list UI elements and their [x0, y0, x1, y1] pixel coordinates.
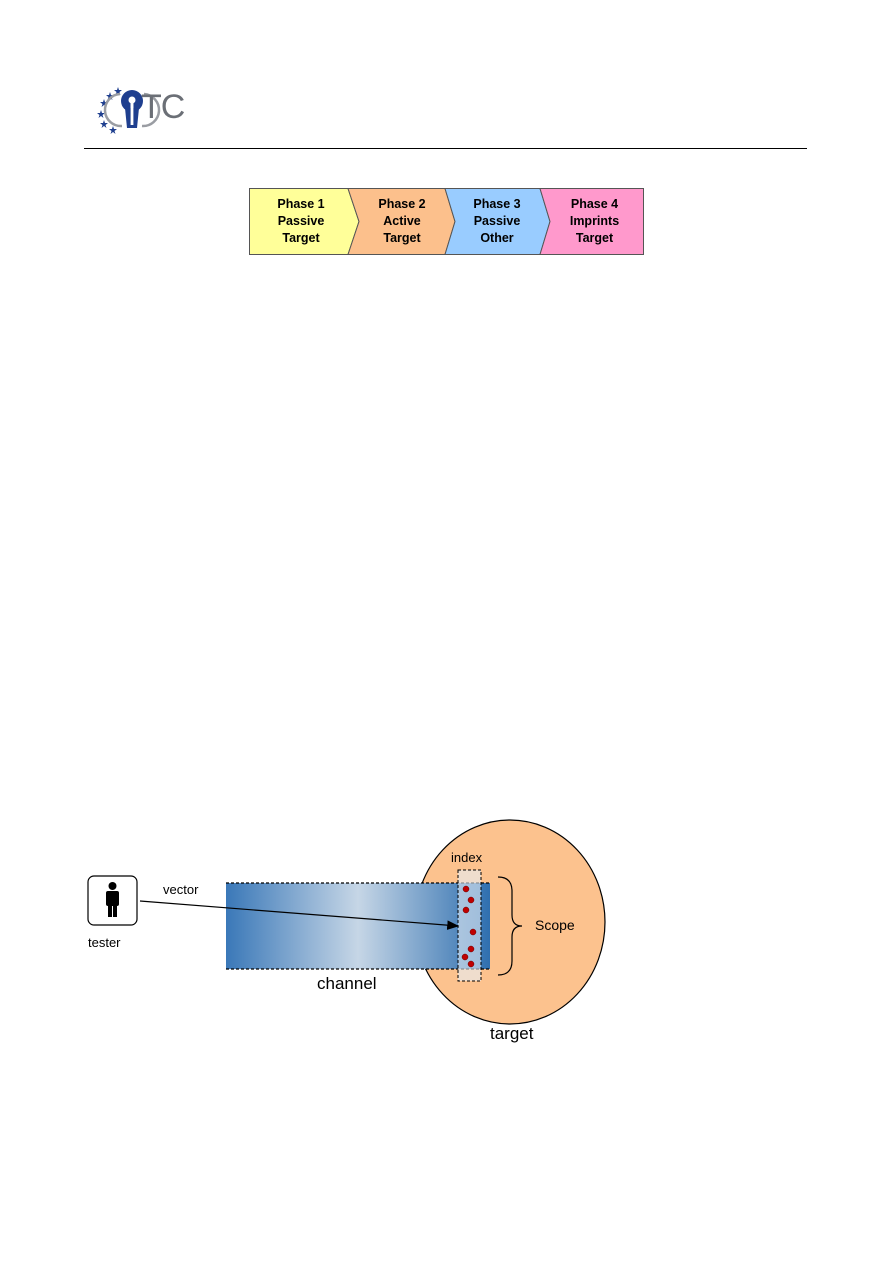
target-label: target [490, 1024, 534, 1043]
phase-4-shape [539, 188, 644, 255]
person-icon [106, 882, 119, 917]
scope-label: Scope [535, 917, 575, 933]
index-point [467, 945, 475, 953]
vector-label: vector [163, 882, 199, 897]
index-point [462, 885, 470, 893]
index-label: index [451, 850, 483, 865]
index-point [469, 928, 477, 936]
index-point [461, 953, 469, 961]
header-divider [84, 148, 807, 149]
logo-text: TC [141, 88, 185, 126]
channel-band [226, 883, 490, 969]
tester-label: tester [88, 935, 121, 950]
scope-brace [497, 876, 523, 976]
index-point [467, 896, 475, 904]
index-point [467, 960, 475, 968]
scope-diagram: vector tester channel index Scope target [80, 815, 620, 1055]
channel-label: channel [317, 974, 377, 993]
keyhole-logo-icon [97, 87, 161, 134]
index-point [462, 906, 470, 914]
vector-arrow [139, 900, 460, 930]
